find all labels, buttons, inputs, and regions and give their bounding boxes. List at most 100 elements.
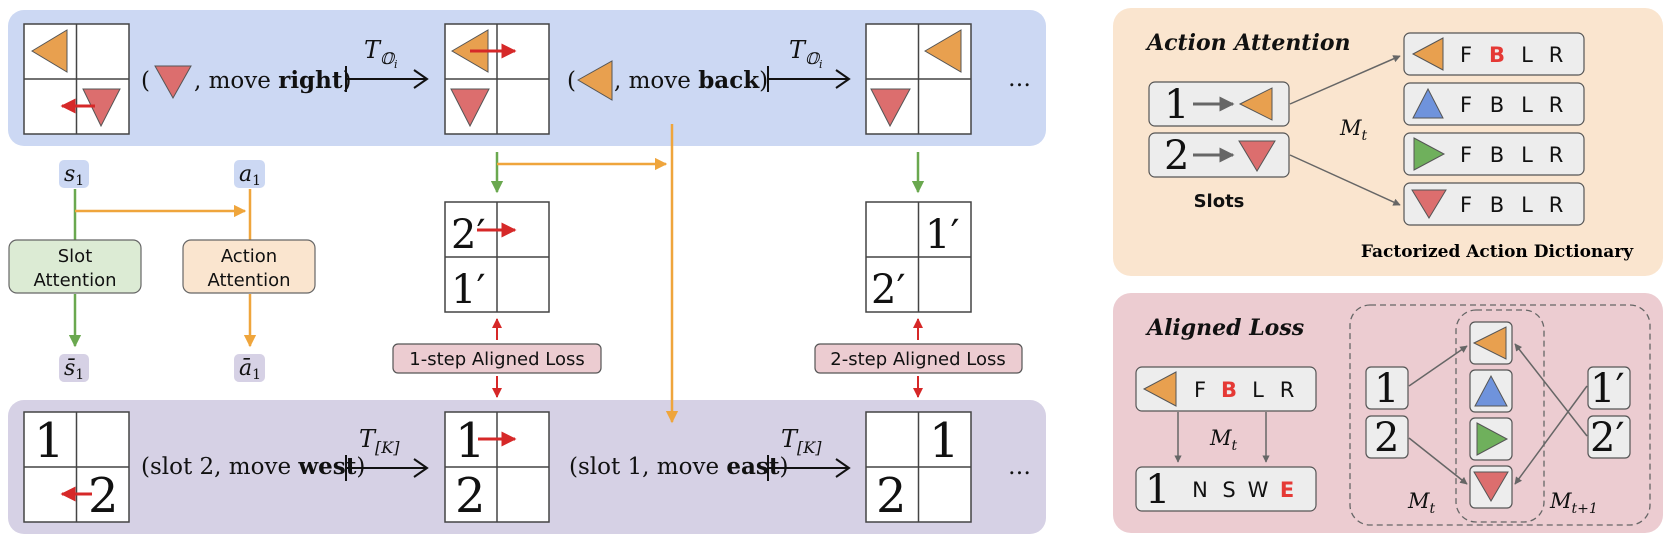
svg-text:1′: 1′ bbox=[925, 212, 960, 258]
svg-text:(: ( bbox=[567, 68, 576, 94]
svg-text:Mt: Mt bbox=[1339, 116, 1368, 144]
red-triangle-icon bbox=[154, 65, 192, 100]
dict-row-orange: F B L R bbox=[1403, 32, 1585, 76]
svg-text:2: 2 bbox=[88, 468, 119, 524]
svg-text:L: L bbox=[1252, 378, 1264, 402]
svg-text:E: E bbox=[1280, 478, 1294, 502]
factorized-dict-label: Factorized Action Dictionary bbox=[1361, 242, 1634, 262]
slot-attention-box: Slot Attention bbox=[8, 239, 142, 294]
pred-grid-2: 1′ 2′ bbox=[865, 201, 972, 313]
svg-text:2: 2 bbox=[455, 468, 486, 524]
svg-text:N: N bbox=[1192, 478, 1208, 502]
top-action-1: ( , move right) bbox=[141, 65, 351, 100]
loss-slot-2: 2 bbox=[1365, 415, 1409, 461]
s1-label: s1 bbox=[59, 160, 89, 189]
svg-text:B: B bbox=[1221, 378, 1237, 402]
aligned-loss-title: Aligned Loss bbox=[1145, 315, 1304, 341]
svg-text:1: 1 bbox=[929, 413, 960, 469]
dict-row-green: F B L R bbox=[1403, 132, 1585, 176]
svg-text:T[K]: T[K] bbox=[359, 425, 400, 457]
svg-text:2: 2 bbox=[1164, 133, 1189, 179]
svg-text:1-step Aligned Loss: 1-step Aligned Loss bbox=[409, 349, 584, 370]
top-ellipsis: … bbox=[1008, 66, 1031, 92]
loss-tri-red bbox=[1469, 465, 1513, 509]
bottom-transition-2: T[K] bbox=[767, 425, 851, 481]
red-triangle-icon bbox=[1473, 471, 1509, 502]
svg-text:T𝕆i: T𝕆i bbox=[789, 36, 822, 71]
svg-text:B: B bbox=[1489, 43, 1505, 67]
slot-1-box: 1 bbox=[1148, 81, 1290, 128]
loss-slot-1-prime: 1′ bbox=[1587, 366, 1631, 412]
orange-triangle-icon bbox=[1411, 37, 1444, 71]
svg-text:F: F bbox=[1460, 43, 1472, 67]
svg-text:L: L bbox=[1521, 193, 1533, 217]
svg-text:1: 1 bbox=[34, 413, 65, 469]
loss-action-row: F B L R bbox=[1135, 366, 1317, 412]
bottom-ellipsis: … bbox=[1008, 454, 1031, 480]
svg-text:B: B bbox=[1490, 93, 1504, 117]
svg-text:F: F bbox=[1194, 378, 1206, 402]
loss-slot-2-prime: 2′ bbox=[1587, 415, 1631, 461]
svg-text:F: F bbox=[1460, 93, 1472, 117]
svg-text:R: R bbox=[1549, 193, 1564, 217]
top-grid-2 bbox=[444, 23, 550, 135]
bottom-grid-3: 1 2 bbox=[865, 411, 972, 524]
svg-text:R: R bbox=[1280, 378, 1295, 402]
svg-text:R: R bbox=[1549, 143, 1564, 167]
svg-text:R: R bbox=[1549, 93, 1564, 117]
svg-text:(: ( bbox=[141, 68, 150, 94]
dict-row-red: F B L R bbox=[1403, 182, 1585, 226]
top-grid-3 bbox=[865, 23, 972, 135]
svg-text:Slot: Slot bbox=[58, 246, 93, 267]
loss-tri-blue bbox=[1469, 369, 1513, 413]
bottom-action-2: (slot 1, move east) bbox=[569, 453, 788, 480]
green-triangle-icon bbox=[1476, 422, 1509, 456]
top-grid-1 bbox=[23, 23, 130, 135]
svg-text:s̄1: s̄1 bbox=[64, 356, 84, 383]
s1-bar-label: s̄1 bbox=[59, 354, 89, 383]
svg-text:1: 1 bbox=[455, 413, 486, 469]
red-triangle-icon bbox=[450, 88, 490, 128]
dashed-group-inner bbox=[1455, 309, 1545, 523]
top-action-2: ( , move back) bbox=[567, 60, 768, 101]
orange-triangle-icon bbox=[924, 29, 962, 73]
loss-slot-1: 1 bbox=[1365, 366, 1409, 412]
svg-text:Attention: Attention bbox=[207, 270, 290, 291]
blue-triangle-icon bbox=[1474, 374, 1508, 407]
svg-text:F: F bbox=[1460, 193, 1472, 217]
mt-label: Mt bbox=[1407, 489, 1436, 517]
svg-text:1: 1 bbox=[1145, 467, 1170, 513]
orange-triangle-icon bbox=[1472, 326, 1507, 360]
svg-text:S: S bbox=[1222, 478, 1235, 502]
svg-text:L: L bbox=[1521, 43, 1533, 67]
loss-tri-orange bbox=[1469, 321, 1513, 365]
svg-text:W: W bbox=[1248, 478, 1269, 502]
svg-text:T[K]: T[K] bbox=[781, 425, 822, 457]
svg-text:1′: 1′ bbox=[1590, 366, 1625, 412]
green-triangle-icon bbox=[1413, 137, 1446, 171]
top-transition-2: T𝕆i bbox=[767, 36, 851, 92]
red-triangle-icon bbox=[1411, 189, 1447, 219]
red-triangle-icon bbox=[870, 88, 911, 128]
one-step-aligned-loss-box: 1-step Aligned Loss bbox=[392, 343, 602, 374]
svg-text:B: B bbox=[1490, 193, 1504, 217]
red-triangle-icon bbox=[1238, 140, 1276, 172]
orange-triangle-icon bbox=[31, 29, 68, 73]
top-transition-1: T𝕆i bbox=[345, 36, 429, 92]
svg-text:ā1: ā1 bbox=[239, 356, 261, 383]
bottom-transition-1: T[K] bbox=[345, 425, 429, 481]
mt1-label: Mt+1 bbox=[1549, 489, 1598, 517]
bottom-grid-1: 1 2 bbox=[23, 411, 130, 524]
svg-text:Mt: Mt bbox=[1209, 426, 1238, 454]
svg-text:Attention: Attention bbox=[33, 270, 116, 291]
svg-text:a1: a1 bbox=[239, 162, 261, 189]
svg-text:, move right): , move right) bbox=[194, 67, 351, 94]
a1-bar-label: ā1 bbox=[234, 354, 265, 383]
svg-text:s1: s1 bbox=[64, 162, 84, 189]
orange-triangle-icon bbox=[1238, 87, 1273, 121]
dashed-group-outer bbox=[1349, 304, 1651, 526]
slots-label: Slots bbox=[1194, 191, 1245, 212]
orange-triangle-icon bbox=[576, 60, 613, 101]
slot-2-box: 2 bbox=[1148, 132, 1290, 179]
a1-label: a1 bbox=[234, 160, 265, 189]
